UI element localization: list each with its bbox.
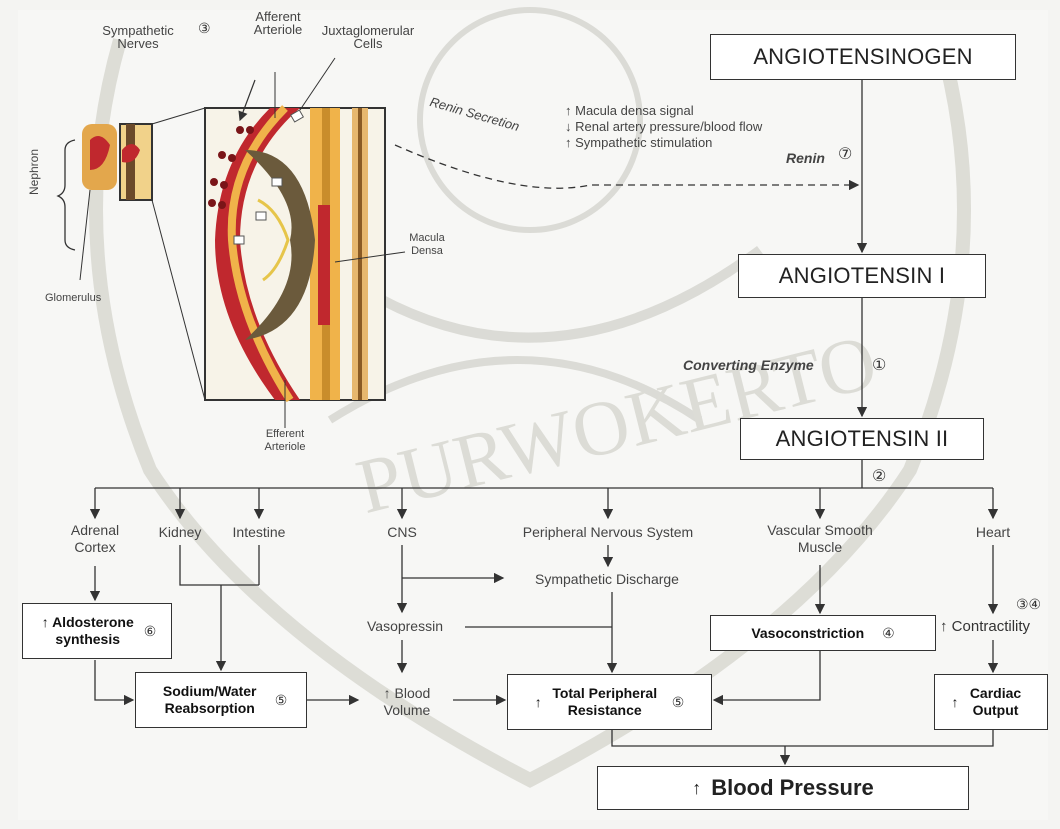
converting-enzyme-number: ①	[872, 355, 886, 375]
intestine-label: Intestine	[224, 524, 294, 541]
up-arrow-icon	[692, 778, 701, 799]
contractility-number: ③④	[1016, 596, 1041, 613]
sodium-water-number: ⑤	[275, 692, 288, 709]
angiotensinogen-box: ANGIOTENSINOGEN	[710, 34, 1016, 80]
peripheral-nervous-system-label: Peripheral Nervous System	[498, 524, 718, 541]
up-arrow-icon	[535, 694, 542, 711]
juxtaglomerular-apparatus-illustration	[205, 108, 385, 400]
glomerulus-label: Glomerulus	[45, 292, 101, 305]
tpr-number: ⑤	[672, 694, 685, 711]
up-arrow-icon	[384, 685, 391, 701]
renin-label: Renin	[786, 150, 825, 167]
total-peripheral-resistance-box: Total Peripheral Resistance ⑤	[507, 674, 712, 730]
adrenal-cortex-label: Adrenal Cortex	[55, 522, 135, 556]
heart-label: Heart	[965, 524, 1021, 541]
blood-pressure-box: Blood Pressure	[597, 766, 969, 810]
angiotensin-ii-number: ②	[872, 466, 886, 486]
cardiac-output-box: Cardiac Output	[934, 674, 1048, 730]
converting-enzyme-label: Converting Enzyme	[683, 357, 814, 374]
nephron-icon	[82, 124, 152, 200]
angiotensin-ii-box: ANGIOTENSIN II	[740, 418, 984, 460]
up-arrow-icon: ↑	[565, 135, 575, 150]
up-arrow-icon	[42, 614, 49, 630]
renin-number: ⑦	[838, 144, 852, 164]
angiotensin-i-box: ANGIOTENSIN I	[738, 254, 986, 298]
up-arrow-icon: ↑	[565, 103, 575, 118]
down-arrow-icon: ↓	[565, 119, 575, 134]
renin-stimuli-list: ↑ Macula densa signal ↓ Renal artery pre…	[565, 103, 762, 151]
vascular-smooth-muscle-label: Vascular Smooth Muscle	[745, 522, 895, 556]
sodium-water-reabsorption-box: Sodium/Water Reabsorption ⑤	[135, 672, 307, 728]
vasopressin-label: Vasopressin	[350, 618, 460, 635]
up-arrow-icon	[952, 694, 959, 711]
contractility-label: Contractility	[940, 618, 1030, 635]
vasoconstriction-number: ④	[882, 625, 895, 642]
aldosterone-synthesis-box: Aldosterone synthesis ⑥	[22, 603, 172, 659]
vasoconstriction-box: Vasoconstriction ④	[710, 615, 936, 651]
blood-volume-label: Blood Volume	[362, 685, 452, 719]
nephron-label: Nephron	[28, 149, 41, 195]
kidney-label: Kidney	[150, 524, 210, 541]
sympathetic-discharge-label: Sympathetic Discharge	[507, 571, 707, 588]
cns-label: CNS	[377, 524, 427, 541]
up-arrow-icon	[940, 618, 948, 635]
aldosterone-number: ⑥	[144, 623, 157, 640]
sympathetic-nerves-number: ③	[198, 20, 211, 37]
